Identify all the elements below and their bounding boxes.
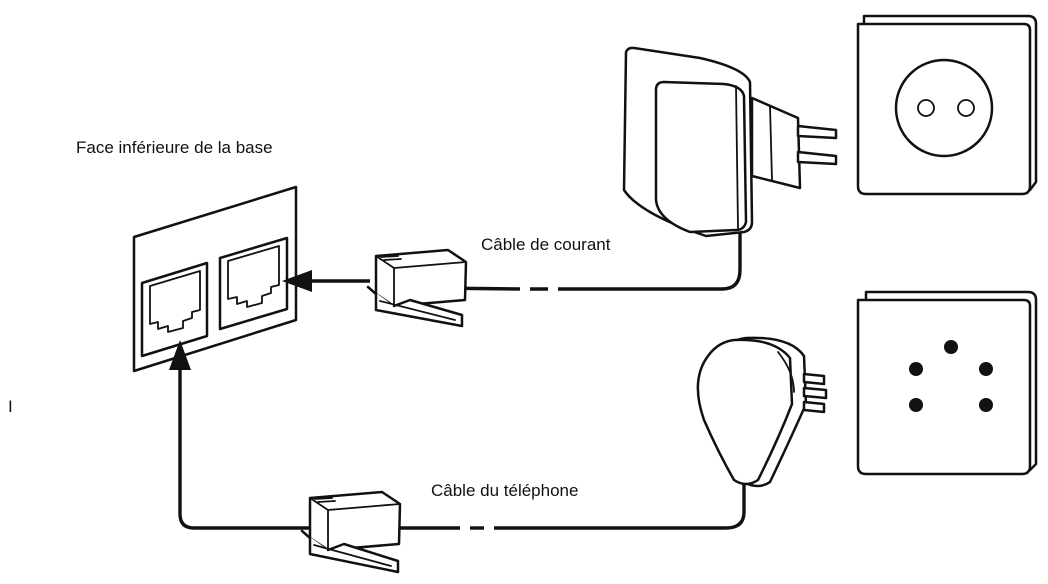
line-jack-socket	[140, 261, 209, 358]
power-cable-label: Câble de courant	[481, 235, 611, 254]
phone-wall-plug	[696, 336, 828, 488]
base-underside-panel	[132, 185, 298, 373]
base-underside-label: Face inférieure de la base	[76, 138, 273, 157]
phone-cable	[169, 340, 746, 574]
power-cable	[282, 225, 742, 328]
phone-cable-plug	[300, 490, 402, 574]
power-wall-socket	[856, 14, 1038, 196]
arrow-to-line-jack-icon	[169, 340, 191, 370]
arrow-to-power-jack-icon	[282, 270, 312, 292]
telephone-wall-socket	[856, 290, 1038, 476]
power-cable-plug	[366, 248, 468, 328]
margin-mark: I	[8, 397, 13, 416]
phone-cable-label: Câble du téléphone	[431, 481, 578, 500]
power-jack-socket	[218, 236, 289, 331]
power-adapter	[622, 46, 838, 238]
